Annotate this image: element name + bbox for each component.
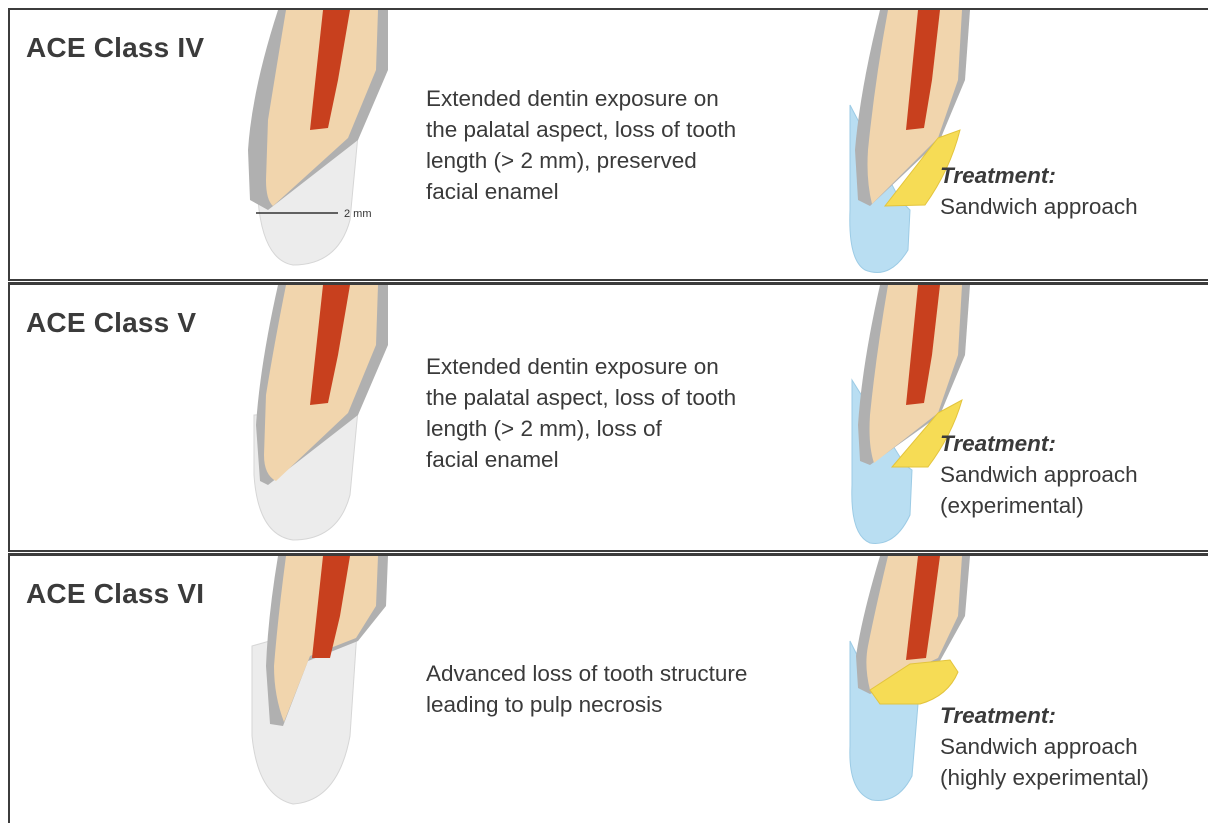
class-title: ACE Class VI (26, 578, 204, 610)
description: Extended dentin exposure on the palatal … (426, 351, 826, 475)
description-line: the palatal aspect, loss of tooth (426, 382, 826, 413)
treatment-label: Treatment: (940, 160, 1138, 191)
treatment: Treatment: Sandwich approach (940, 160, 1138, 222)
treatment: Treatment: Sandwich approach (experiment… (940, 428, 1138, 521)
treatment-line: (experimental) (940, 490, 1138, 521)
tooth-before-illustration: 2 mm (238, 10, 398, 280)
panel-ace-class-vi: ACE Class VI Advanced loss of tooth stru… (8, 553, 1208, 823)
description: Extended dentin exposure on the palatal … (426, 83, 826, 207)
tooth-before-illustration (238, 556, 398, 816)
description-line: length (> 2 mm), preserved (426, 145, 826, 176)
treatment-line: Sandwich approach (940, 191, 1138, 222)
treatment-label: Treatment: (940, 428, 1138, 459)
class-title: ACE Class IV (26, 32, 204, 64)
description-line: the palatal aspect, loss of tooth (426, 114, 826, 145)
description-line: Extended dentin exposure on (426, 351, 826, 382)
panel-ace-class-v: ACE Class V Extended dentin exposure on … (8, 282, 1208, 552)
description-line: length (> 2 mm), loss of (426, 413, 826, 444)
treatment-label: Treatment: (940, 700, 1149, 731)
treatment-line: (highly experimental) (940, 762, 1149, 793)
tooth-treatment-illustration (840, 10, 980, 280)
treatment: Treatment: Sandwich approach (highly exp… (940, 700, 1149, 793)
panel-ace-class-iv: ACE Class IV 2 mm Extended dentin exposu… (8, 8, 1208, 281)
description: Advanced loss of tooth structure leading… (426, 658, 826, 720)
description-line: leading to pulp necrosis (426, 689, 826, 720)
description-line: Extended dentin exposure on (426, 83, 826, 114)
description-line: Advanced loss of tooth structure (426, 658, 826, 689)
treatment-line: Sandwich approach (940, 459, 1138, 490)
scale-label: 2 mm (344, 208, 372, 220)
description-line: facial enamel (426, 444, 826, 475)
tooth-before-illustration (238, 285, 398, 555)
treatment-line: Sandwich approach (940, 731, 1149, 762)
description-line: facial enamel (426, 176, 826, 207)
class-title: ACE Class V (26, 307, 196, 339)
